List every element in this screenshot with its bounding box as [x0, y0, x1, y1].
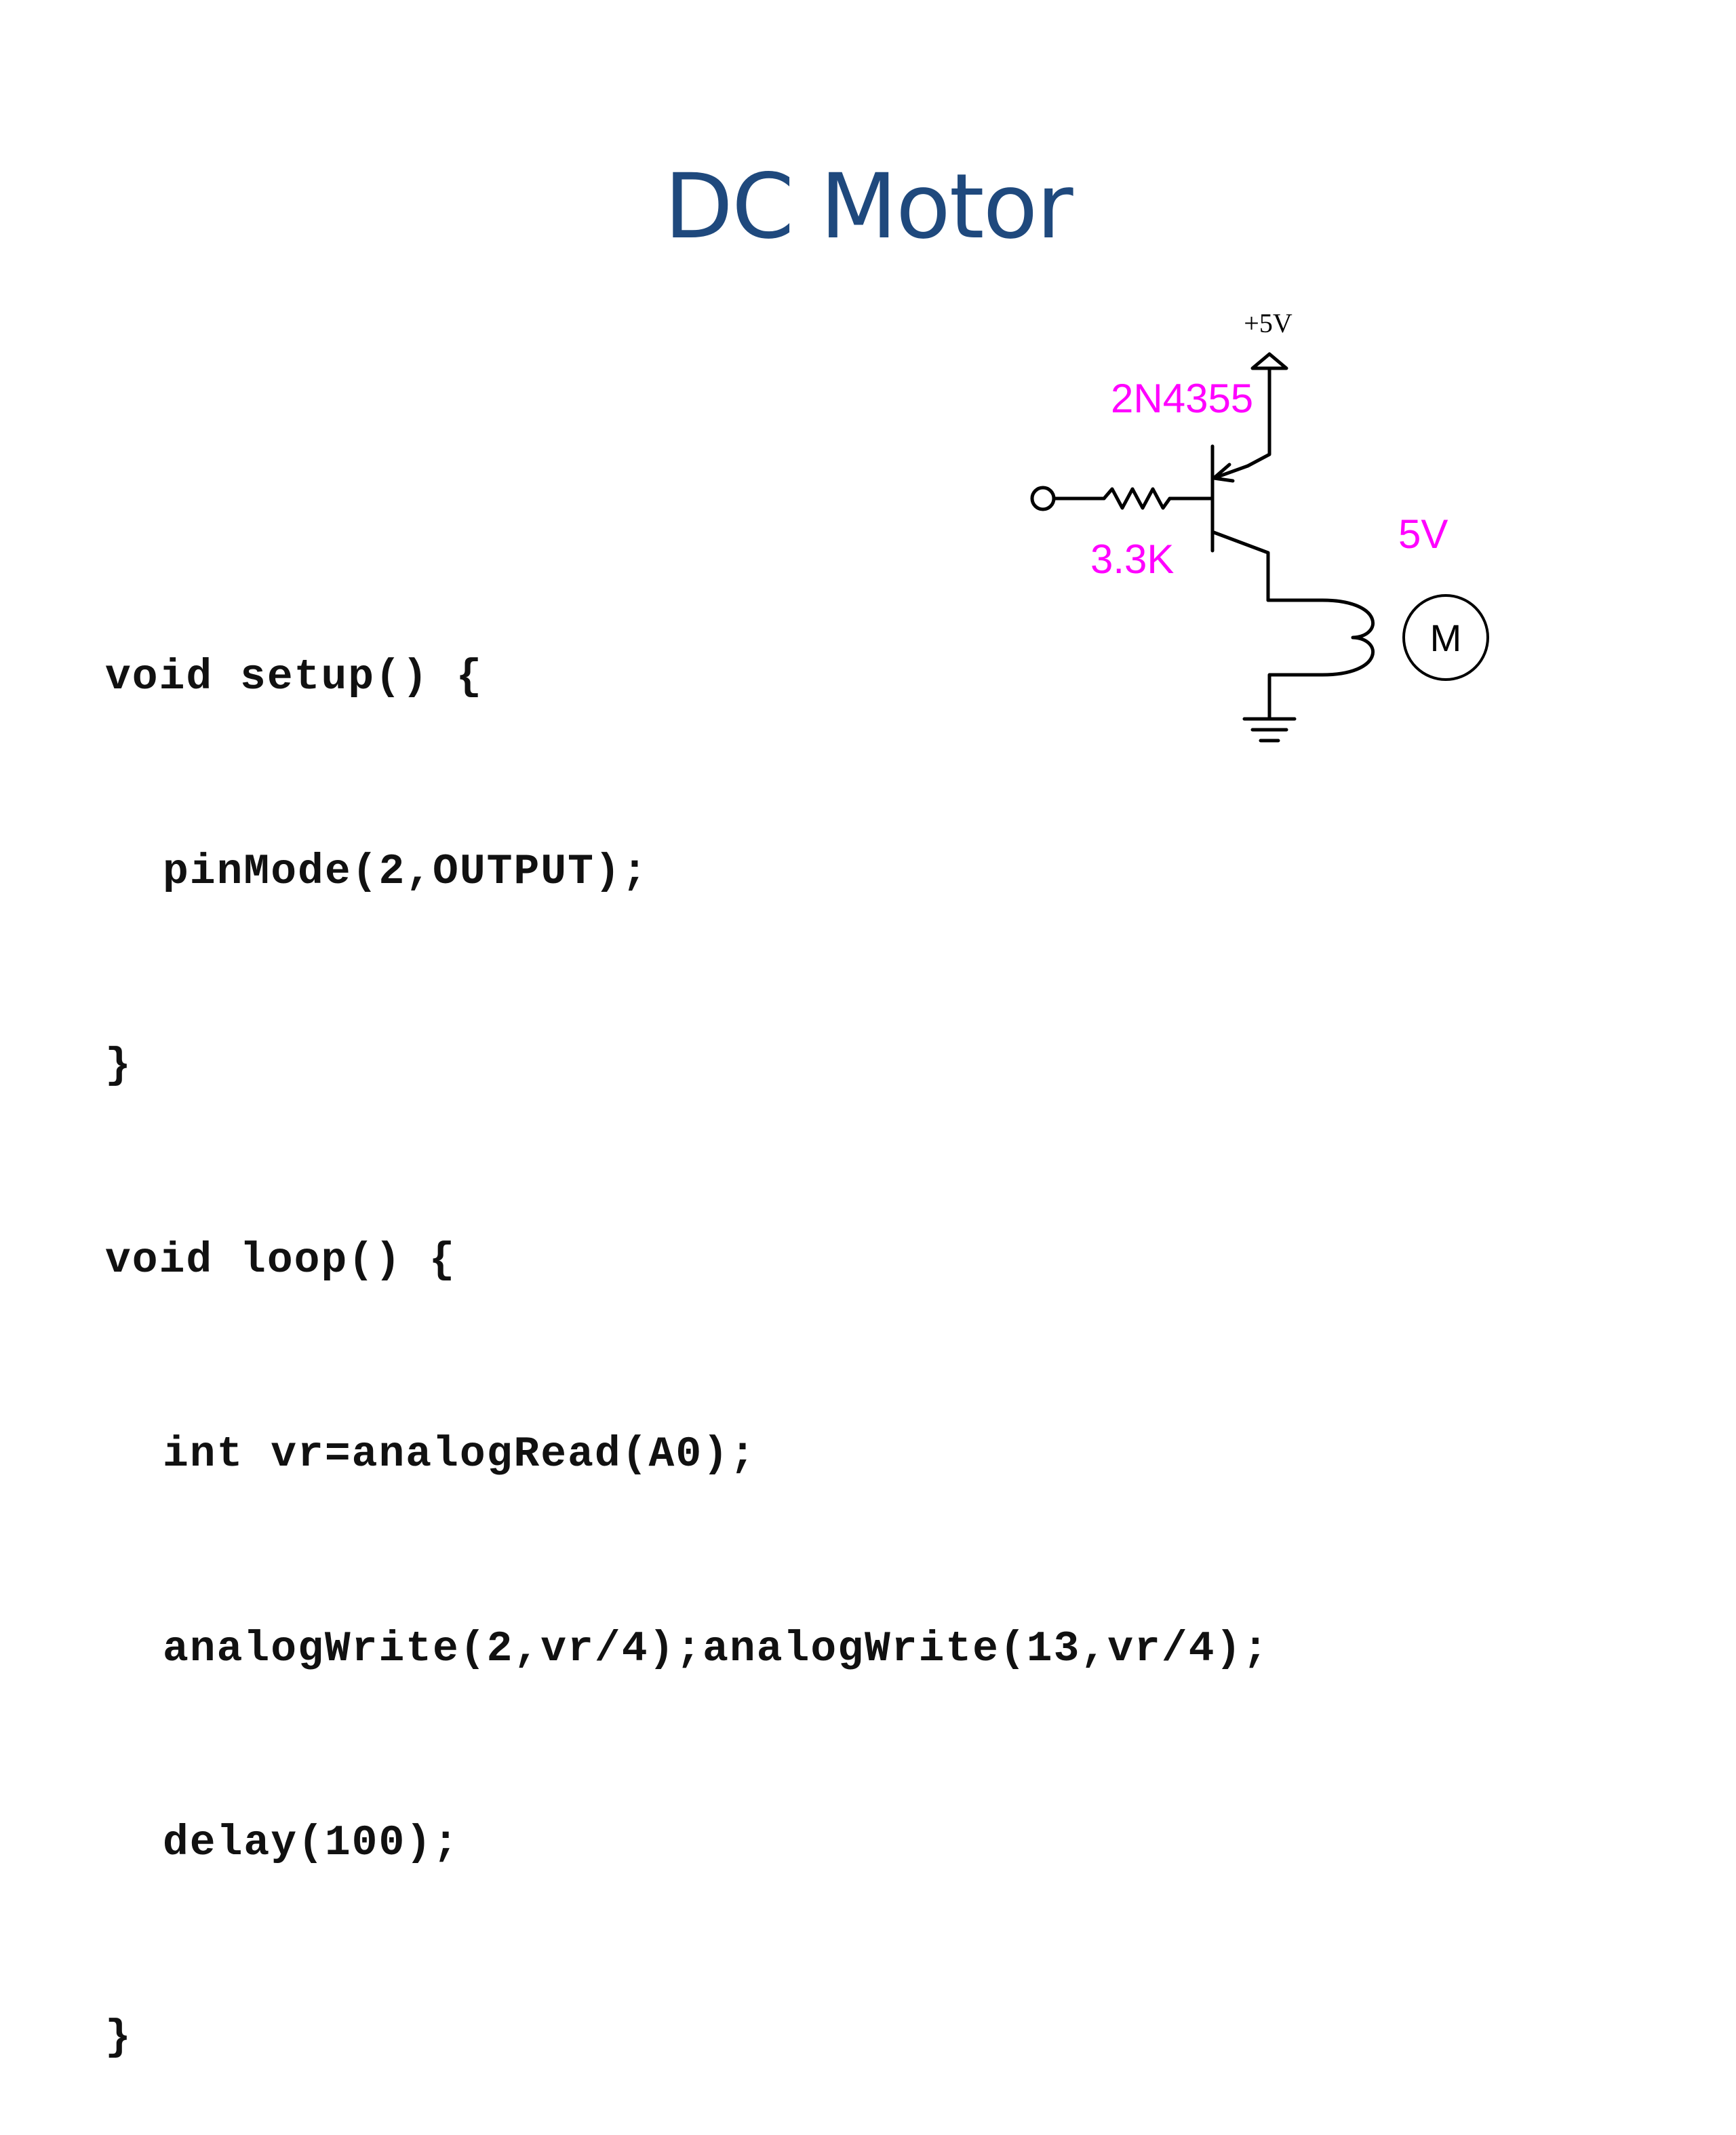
- wire: [1246, 366, 1271, 468]
- resistor-label: 3.3K: [1090, 536, 1174, 582]
- code-line: delay(100);: [163, 1819, 460, 1867]
- code-line: }: [105, 1042, 132, 1090]
- code-line: analogWrite(2,vr/4);analogWrite(13,vr/4)…: [163, 1624, 1270, 1673]
- slide-title: DC Motor: [664, 155, 1073, 259]
- code-line: void loop() {: [105, 1236, 456, 1285]
- code-line: pinMode(2,OUTPUT);: [163, 847, 649, 896]
- input-terminal: [1030, 486, 1056, 511]
- code-line: }: [105, 2013, 132, 2062]
- supply-symbol: [1250, 352, 1288, 370]
- motor-symbol: [1402, 594, 1489, 681]
- transistor-collector: [1212, 530, 1270, 602]
- resistor-symbol: [1102, 487, 1172, 510]
- supply-label: +5V: [1244, 308, 1293, 338]
- motor-voltage-label: 5V: [1398, 511, 1448, 557]
- circuit-schematic: +5V 2N4355 3.3K 5V M: [1030, 308, 1489, 743]
- code-line: void setup() {: [105, 653, 484, 701]
- transistor-label: 2N4355: [1111, 376, 1253, 421]
- ground-symbol: [1242, 717, 1297, 743]
- motor-winding: [1266, 598, 1375, 721]
- emitter-arrow: [1212, 464, 1250, 480]
- code-line: int vr=analogRead(A0);: [163, 1430, 757, 1478]
- motor-letter: M: [1430, 616, 1462, 659]
